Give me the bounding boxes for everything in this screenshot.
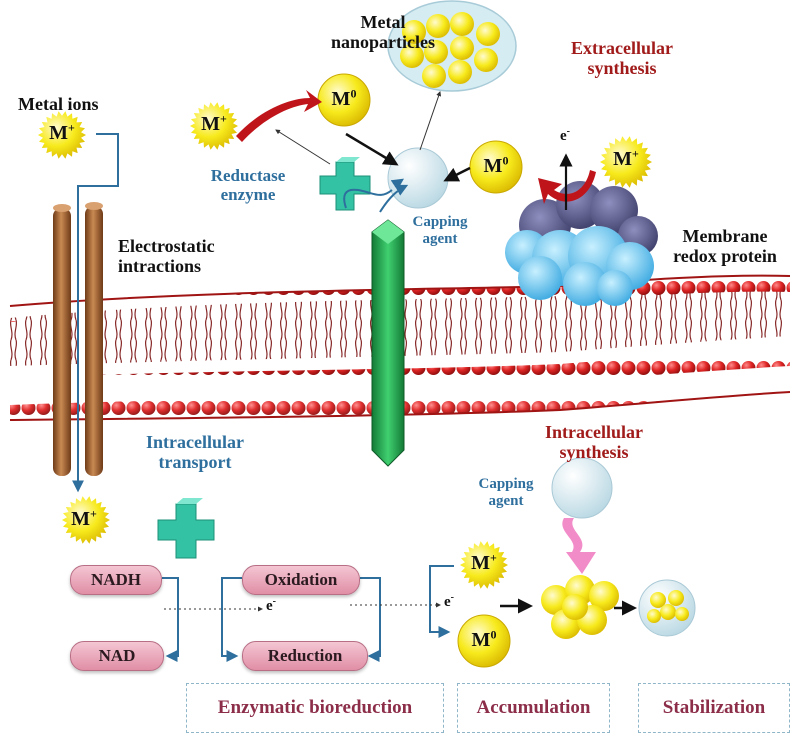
capping-agent-sphere-bottom [551,457,613,519]
redox-protein-cloud [505,181,658,306]
label-reductase-enzyme: Reductase enzyme [210,166,286,205]
stage-accumulation: Accumulation [457,683,610,733]
ion-reduced-right: M0 [483,153,509,177]
sphere-reduced-right [469,140,523,194]
ion-reduced-accumulation: M0 [471,627,497,651]
capping-agent-sphere-top [387,147,449,209]
blue-flow-paths [72,133,454,662]
sphere-reduced-accumulation [457,614,511,668]
pill-reduction: Reduction [242,641,368,671]
ion-reduced-top: M0 [331,86,357,110]
label-extracellular-synthesis: Extracellular synthesis [571,38,673,79]
label-membrane-redox-protein: Membrane redox protein [673,226,777,267]
starburst-metal-redox [600,136,652,188]
starburst-metal-left [38,111,86,159]
arrow-m0-right-to-capping [443,166,471,182]
nanoparticle-cluster-bottom [541,575,619,639]
starburst-metal-reductase [190,102,238,150]
electron-label-redox: e- [560,126,571,145]
starburst-metal-accumulation [460,541,508,589]
electron-label-accumulation: e- [444,592,455,611]
transmembrane-protein [371,219,405,467]
stage-stabilization: Stabilization [638,683,790,733]
red-arrow-reduction [236,90,322,142]
pill-nad: NAD [70,641,164,671]
electron-label-pathway: e- [266,596,277,615]
ion-channel [53,202,103,476]
red-arrow-redox [538,170,596,204]
stabilized-nanoparticle [638,579,696,637]
arrow-m0-to-capping [345,132,399,166]
nanoparticle-cluster-top [387,0,517,92]
stage-enzymatic-bioreduction: Enzymatic bioreduction [186,683,444,733]
ion-metal-left: M+ [49,120,75,144]
ion-metal-reductase: M+ [201,111,227,135]
label-capping-agent-bottom: Capping agent [478,476,534,509]
ion-metal-redox: M+ [613,146,639,170]
arrow-capping-to-bubble [419,91,442,151]
pill-oxidation: Oxidation [242,565,360,595]
pink-capping-arrow [562,518,596,574]
label-intracellular-synthesis: Intracellular synthesis [545,422,643,463]
ion-metal-inside: M+ [71,506,97,530]
starburst-metal-inside [62,496,110,544]
label-metal-nanoparticles: Metal nanoparticles [330,12,435,53]
label-capping-agent-top: Capping agent [412,214,468,247]
arrow-enzyme-thin [275,129,331,165]
pill-nadh: NADH [70,565,162,595]
label-intracellular-transport: Intracellular transport [146,432,244,473]
ion-metal-accumulation: M+ [471,550,497,574]
enzyme-shape-intracellular [157,498,215,559]
label-metal-ions: Metal ions [18,94,99,114]
ion-starbursts [38,73,652,668]
label-electrostatic-interactions: Electrostatic intractions [118,236,215,277]
